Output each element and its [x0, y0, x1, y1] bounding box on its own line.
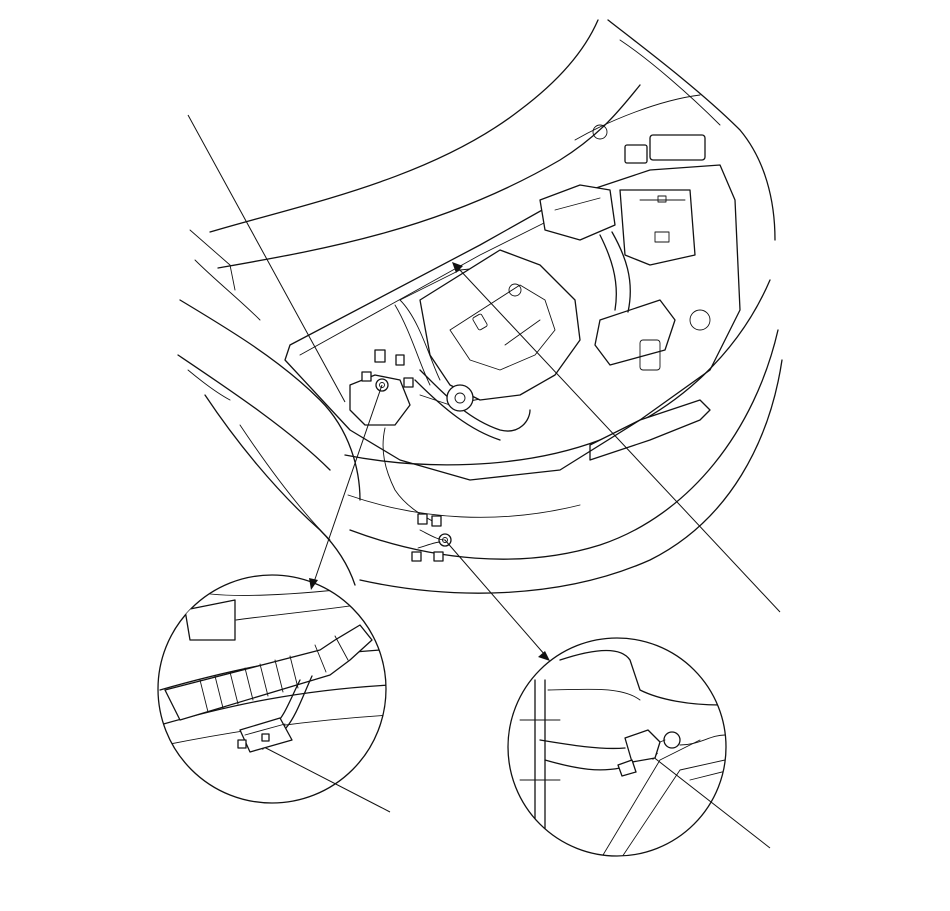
detail-circle-left — [157, 574, 387, 804]
front-bumper — [344, 279, 783, 594]
battery — [619, 189, 696, 266]
left-fender — [177, 299, 361, 586]
engine-cover — [419, 249, 581, 401]
engine-bay-overview — [177, 19, 783, 594]
lower-connector-assembly — [411, 513, 452, 562]
hood-panel — [189, 19, 776, 321]
left-connector-assembly — [349, 349, 441, 526]
detail-circle-right — [507, 637, 727, 857]
detail-left-harness-connector — [157, 574, 387, 804]
detail-right-sensor-connector — [507, 637, 727, 857]
coolant-reservoir — [592, 124, 711, 371]
intake-hoses — [394, 231, 631, 441]
leader-lines — [187, 114, 781, 849]
fuse-box — [539, 134, 706, 241]
